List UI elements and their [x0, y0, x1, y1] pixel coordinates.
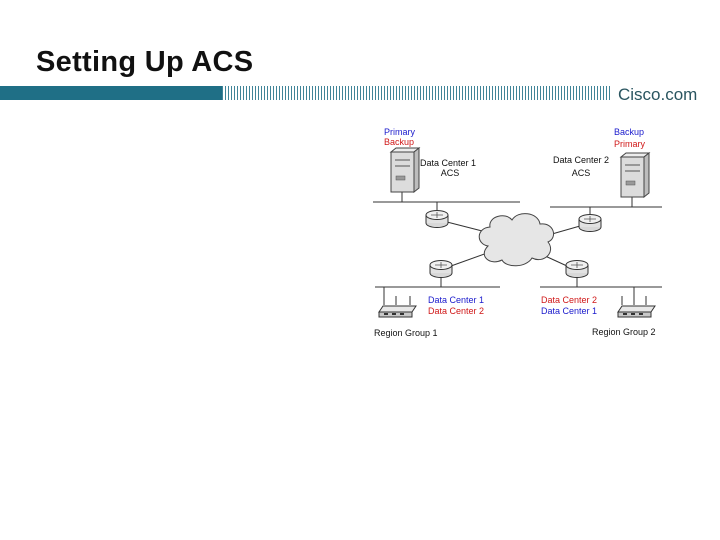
- router-icon: [578, 214, 602, 232]
- server2-backup-label: Backup: [614, 127, 644, 137]
- acs-server-icon: [389, 146, 421, 194]
- wan-cloud-icon: [478, 213, 555, 267]
- router-icon: [425, 210, 449, 228]
- title-bar-stripes: [222, 86, 612, 100]
- title-bar: [0, 84, 720, 102]
- slide-title: Setting Up ACS: [36, 46, 254, 78]
- region2-group-label: Region Group 2: [592, 327, 656, 337]
- region2-line1-label: Data Center 2: [541, 295, 597, 305]
- region1-line1-label: Data Center 1: [428, 295, 484, 305]
- server1-name-label: Data Center 1: [420, 158, 476, 168]
- access-device-icon: [617, 287, 656, 318]
- access-device-icon: [378, 287, 417, 318]
- region1-line2-label: Data Center 2: [428, 306, 484, 316]
- server2-name-label: Data Center 2: [553, 155, 609, 165]
- acs-server-icon: [619, 151, 651, 199]
- router-icon: [565, 260, 589, 278]
- server1-backup-label: Backup: [384, 137, 414, 147]
- server2-sub-label: ACS: [572, 168, 591, 178]
- region1-group-label: Region Group 1: [374, 328, 438, 338]
- link-router3-cloud: [450, 251, 491, 267]
- server1-sub-label: ACS: [441, 168, 460, 178]
- router-icon: [429, 260, 453, 278]
- brand-logo-text: Cisco.com: [618, 85, 698, 104]
- server1-primary-label: Primary: [384, 127, 415, 137]
- server2-primary-label: Primary: [614, 139, 645, 149]
- title-bar-solid: [0, 86, 222, 100]
- region2-line2-label: Data Center 1: [541, 306, 597, 316]
